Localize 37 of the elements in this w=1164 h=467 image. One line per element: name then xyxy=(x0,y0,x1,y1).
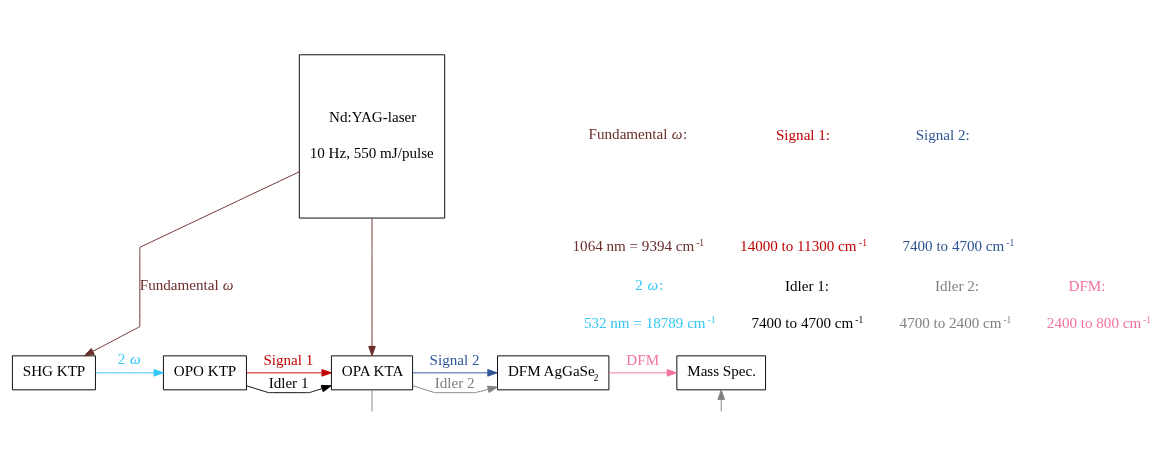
arrow xyxy=(368,217,376,357)
edge-label: Idler 1 xyxy=(268,374,309,391)
edge-label: DFM xyxy=(626,352,660,369)
arrow xyxy=(84,171,300,357)
arrow xyxy=(246,369,332,377)
edge-label: Signal 1 xyxy=(263,352,314,369)
arrow xyxy=(608,369,678,377)
label: 7400 to 4700 cm$^{-1}$ xyxy=(751,315,864,332)
node-box: Nd:YAG-laser 10 Hz, 550 mJ/pulse xyxy=(298,54,446,219)
label: 14000 to 11300 cm$^{-1}$ xyxy=(740,237,867,254)
label: 1064 nm = 9394 cm$^{-1}$ xyxy=(572,237,705,254)
arrow xyxy=(412,369,498,377)
connector xyxy=(371,389,373,412)
label: 2 ω: xyxy=(635,276,664,293)
edge-label: Fundamental ω xyxy=(139,276,234,293)
node-box: Mass Spec. xyxy=(676,355,767,391)
label: Signal 2: xyxy=(915,127,970,143)
node-box: OPA KTA xyxy=(330,355,414,391)
arrow xyxy=(246,384,332,394)
label: 7400 to 4700 cm$^{-1}$ xyxy=(902,237,1015,254)
node-box: DFM AgGaSe$_{2}$ xyxy=(497,355,610,391)
node-box: OPO KTP xyxy=(162,355,247,391)
label: Idler 1: xyxy=(784,277,829,294)
arrow xyxy=(412,385,498,394)
label: 2400 to 800 cm$^{-1}$ xyxy=(1046,315,1151,332)
label: DFM: xyxy=(1068,277,1106,294)
label: 4700 to 2400 cm$^{-1}$ xyxy=(899,315,1012,332)
label: Fundamental ω: xyxy=(588,126,688,143)
label: 532 nm = 18789 cm$^{-1}$ xyxy=(583,315,716,332)
label: Idler 2: xyxy=(934,277,980,294)
label: Signal 1: xyxy=(775,127,831,143)
arrow xyxy=(717,389,725,412)
edge-label: Idler 2 xyxy=(434,374,475,391)
edge-label: Signal 2 xyxy=(429,352,480,369)
edge-label: 2 ω xyxy=(117,351,141,368)
node-box: SHG KTP xyxy=(11,355,96,391)
arrow xyxy=(95,369,164,377)
